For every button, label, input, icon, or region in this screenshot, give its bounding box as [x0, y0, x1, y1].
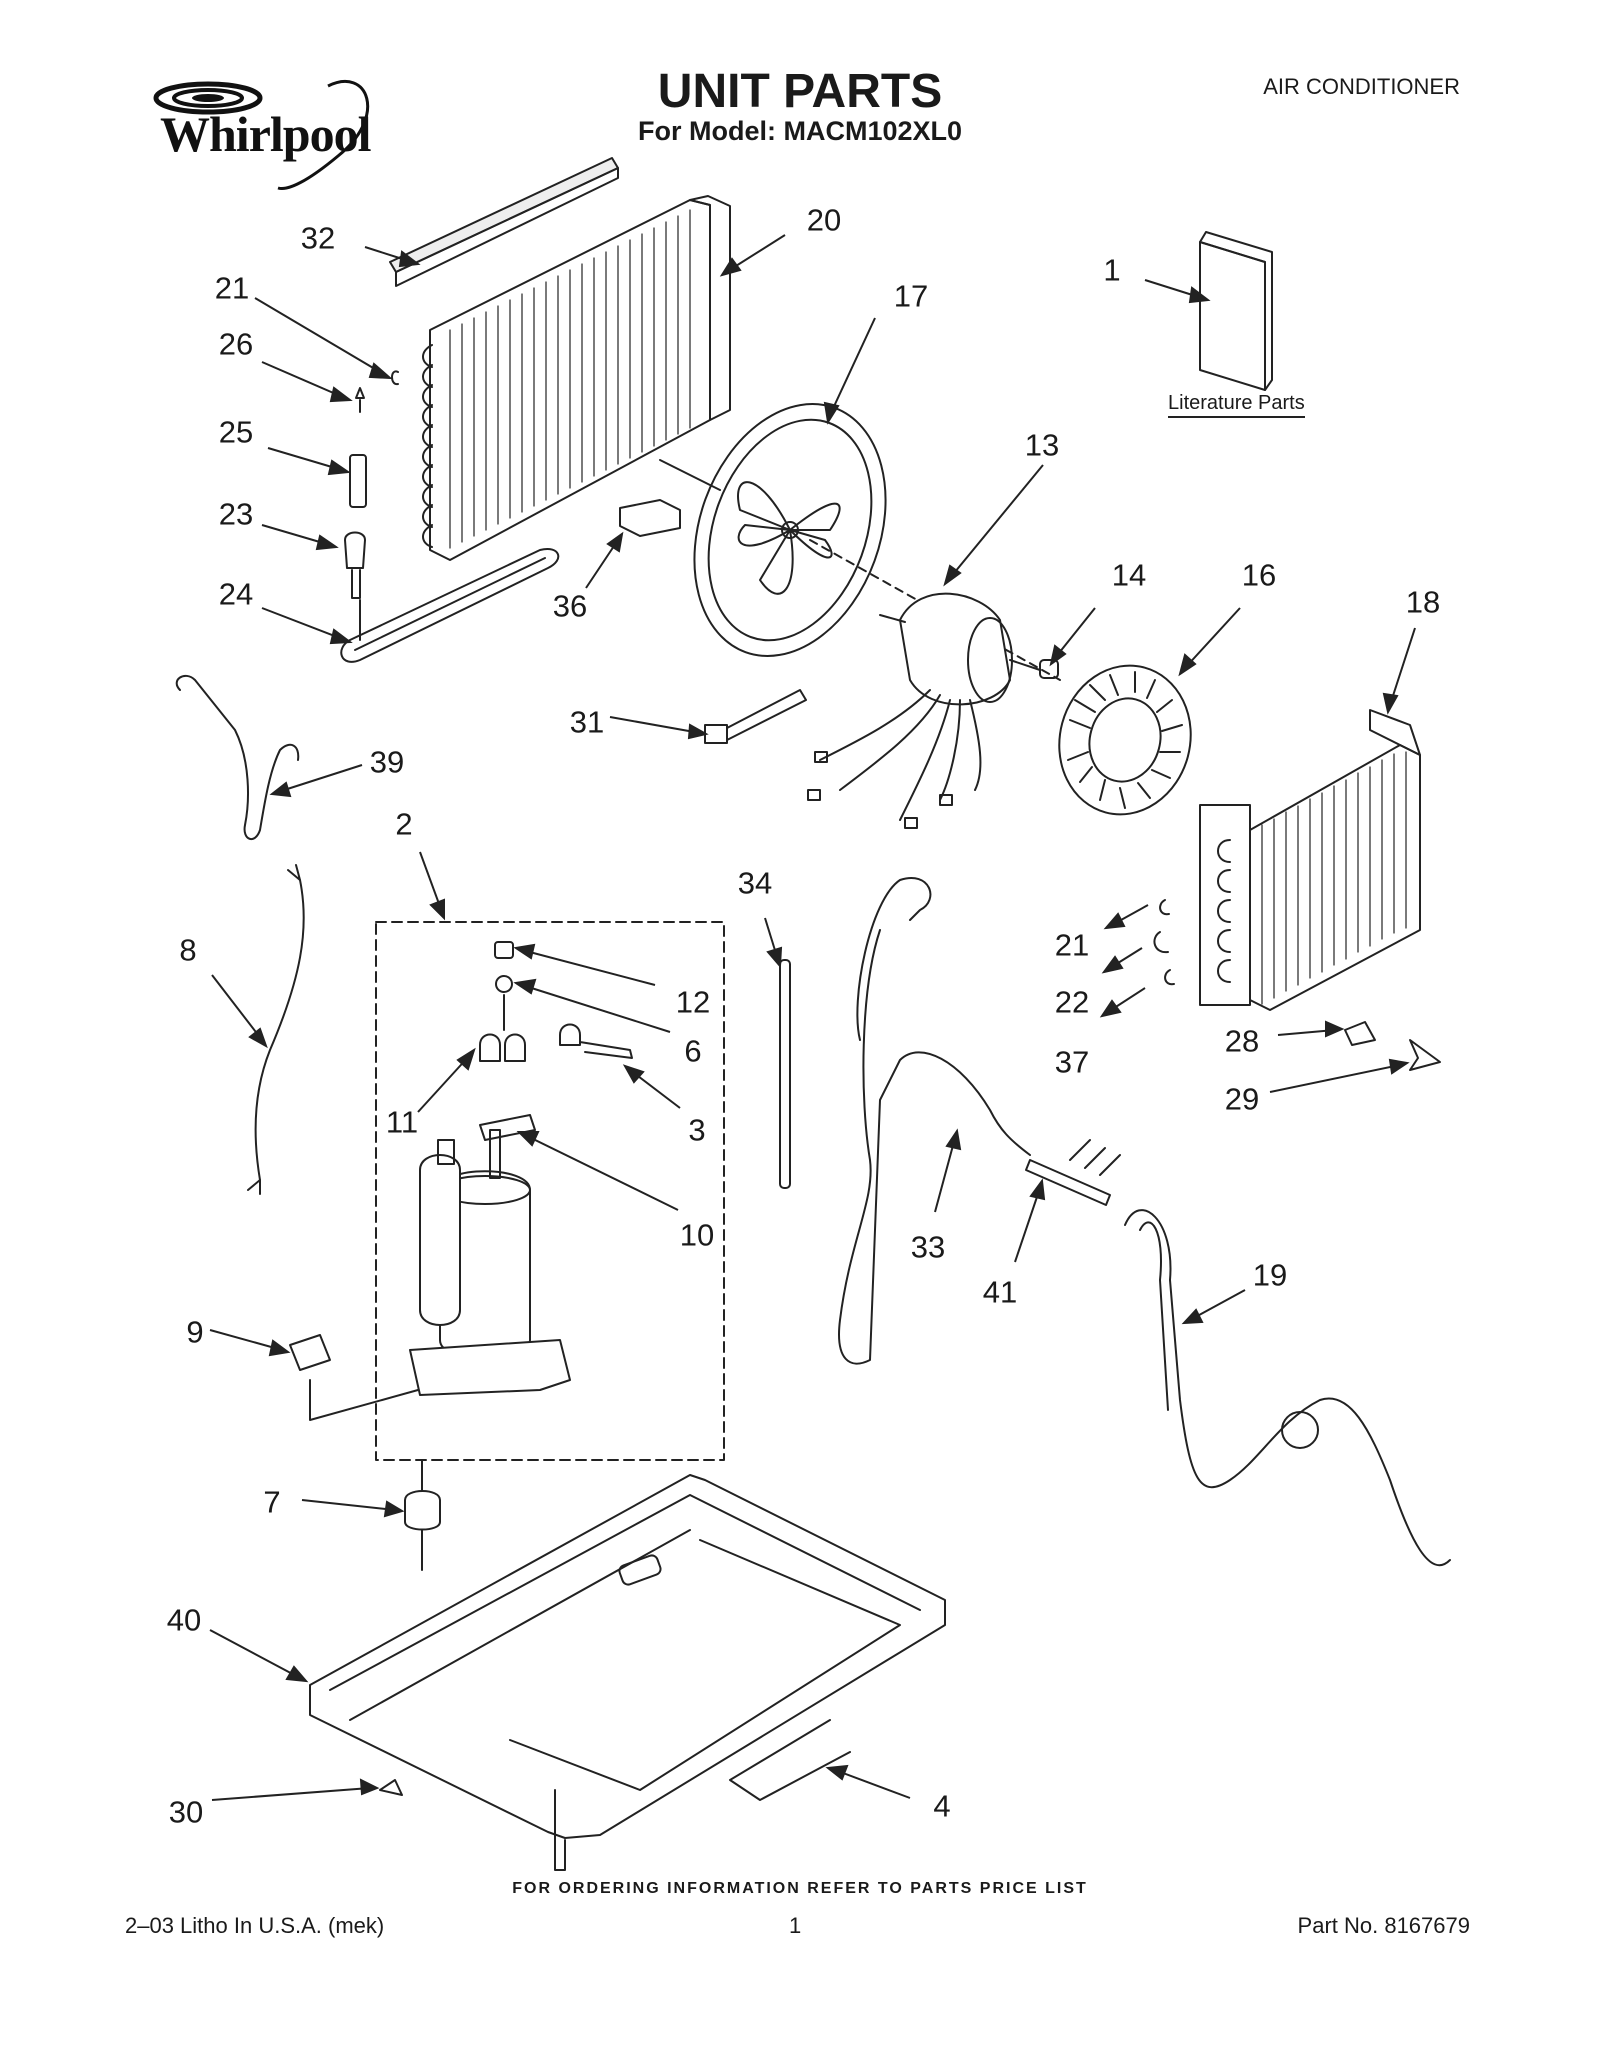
callout-9: 9	[186, 1314, 204, 1350]
valve-core-part	[356, 388, 364, 412]
callout-2: 2	[395, 806, 413, 842]
callout-10: 10	[679, 1217, 715, 1253]
callout-31: 31	[569, 704, 605, 740]
callout-20: 20	[806, 202, 842, 238]
base-pan-part	[310, 1475, 945, 1870]
callout-30: 30	[168, 1794, 204, 1830]
callout-39: 39	[369, 744, 405, 780]
callout-34: 34	[737, 865, 773, 901]
callout-22: 22	[1054, 984, 1090, 1020]
page-number: 1	[789, 1913, 802, 1938]
product-category: AIR CONDITIONER	[1263, 74, 1460, 99]
overload-part	[560, 1025, 632, 1059]
callout-23: 23	[218, 496, 254, 532]
callout-26: 26	[218, 326, 254, 362]
nut-part	[1040, 660, 1058, 678]
coil-clip-part-22	[1154, 932, 1168, 952]
literature-manual-part	[1200, 232, 1272, 390]
compressor-part	[410, 1130, 570, 1395]
terminal-cover-part	[480, 1035, 525, 1062]
callout-7: 7	[263, 1484, 281, 1520]
evaporator-coil-part	[1200, 710, 1420, 1010]
callout-40: 40	[166, 1602, 202, 1638]
discharge-tube-part	[1125, 1210, 1450, 1565]
washer-part	[496, 976, 512, 992]
fan-motor-part	[808, 594, 1040, 828]
callout-32: 32	[300, 220, 336, 256]
compressor-assembly-box	[376, 922, 724, 1460]
litho-info: 2–03 Litho In U.S.A. (mek)	[125, 1913, 385, 1938]
callout-18: 18	[1405, 584, 1441, 620]
callout-14: 14	[1111, 557, 1147, 593]
callout-1: 1	[1103, 252, 1121, 288]
part-number: Part No. 8167679	[1297, 1913, 1470, 1938]
callout-41: 41	[982, 1274, 1018, 1310]
callout-36: 36	[552, 588, 588, 624]
callout-13: 13	[1024, 427, 1060, 463]
callout-25: 25	[218, 414, 254, 450]
callout-24: 24	[218, 576, 254, 612]
callout-19: 19	[1252, 1257, 1288, 1293]
callout-6: 6	[684, 1033, 702, 1069]
callout-17: 17	[893, 278, 929, 314]
callout-4: 4	[933, 1788, 951, 1824]
callout-33: 33	[910, 1229, 946, 1265]
brand-logo-text: Whirlpool	[160, 106, 371, 162]
screw-part-29	[1410, 1040, 1440, 1070]
wire-harness-part	[256, 880, 304, 1180]
foam-block-part	[620, 500, 680, 536]
callout-16: 16	[1241, 557, 1277, 593]
bracket-part-28	[1345, 1022, 1375, 1045]
model-subtitle: For Model: MACM102XL0	[637, 116, 963, 146]
callout-29: 29	[1224, 1081, 1260, 1117]
callout-12: 12	[675, 984, 711, 1020]
callout-8: 8	[179, 932, 197, 968]
drain-tube-part	[177, 676, 299, 839]
cable-tie-part	[705, 690, 806, 743]
whirlpool-logo	[153, 79, 369, 191]
callout-21-top: 21	[214, 270, 250, 306]
literature-parts-label: Literature Parts	[1168, 392, 1305, 418]
callout-28: 28	[1224, 1023, 1260, 1059]
valve-cap-part	[345, 533, 365, 599]
callout-21-right: 21	[1054, 927, 1090, 963]
mounting-grommet-part	[405, 1491, 440, 1530]
shield-part	[730, 1720, 850, 1800]
callout-37: 37	[1054, 1044, 1090, 1080]
ordering-info: FOR ORDERING INFORMATION REFER TO PARTS …	[512, 1880, 1088, 1897]
callout-3: 3	[688, 1112, 706, 1148]
valve-body-part	[350, 455, 366, 507]
clip-part	[392, 371, 398, 384]
suction-line-part	[839, 878, 1030, 1364]
callout-11: 11	[385, 1104, 419, 1140]
manifold-part	[1026, 1140, 1120, 1205]
grommet-part	[495, 942, 513, 958]
coil-clip-part-21	[1160, 900, 1169, 914]
blower-wheel-part	[1043, 651, 1207, 830]
page-title: UNIT PARTS	[657, 65, 943, 118]
bracket-part	[480, 1115, 535, 1140]
rod-part	[780, 960, 790, 1188]
capillary-tube-part	[341, 549, 558, 662]
screw-clip-part	[380, 1780, 402, 1795]
coil-clip-part-37	[1165, 970, 1174, 984]
gasket-strip-part	[390, 158, 618, 286]
wire-clip-part	[290, 1335, 330, 1370]
condenser-coil-part	[423, 196, 730, 560]
